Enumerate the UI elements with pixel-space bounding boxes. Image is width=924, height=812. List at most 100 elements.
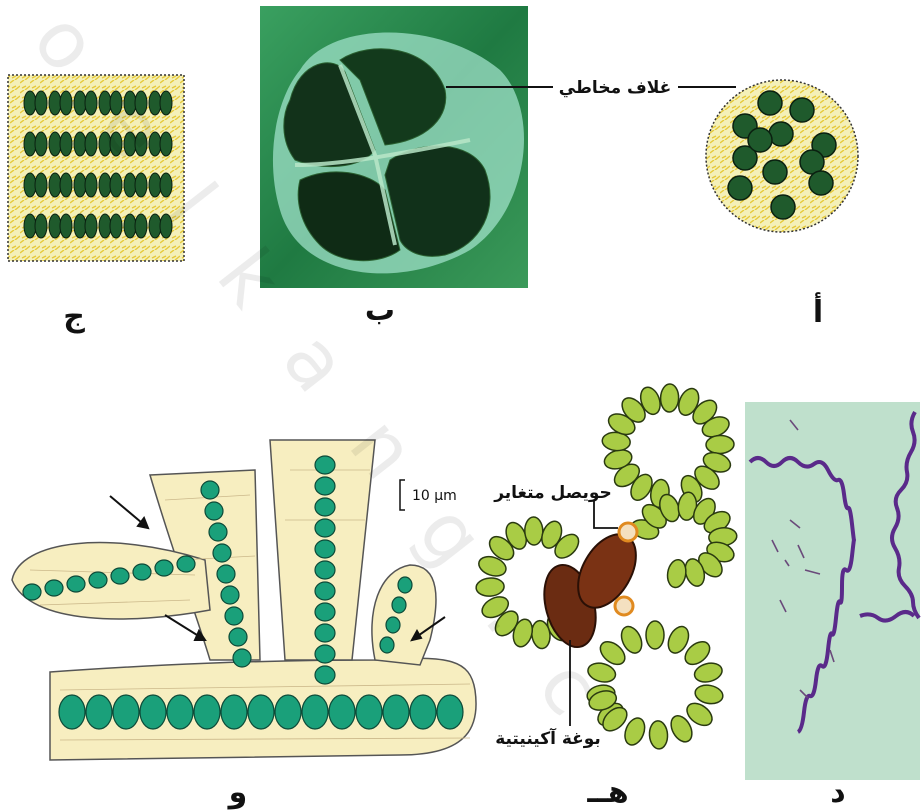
panel-f-cell (315, 456, 335, 474)
panel-c-cell (35, 132, 47, 156)
panel-e-filament-cell (524, 517, 543, 545)
panel-f-cell (383, 695, 409, 729)
panel-a-cell (728, 176, 752, 200)
panel-d-background (745, 402, 920, 780)
panel-f-cell (437, 695, 463, 729)
panel-c-cell (35, 214, 47, 238)
panel-c-cell (49, 173, 61, 197)
heterocyst-label: حويصل متغاير (493, 483, 612, 503)
panel-f-cell (315, 561, 335, 579)
panel-c-cell (60, 132, 72, 156)
panel-e-filament-cell (660, 384, 679, 413)
panel-letter-e: هــ (586, 775, 628, 810)
panel-f-cell (113, 695, 139, 729)
panel-f-cell (315, 498, 335, 516)
panel-f-cell (89, 572, 107, 588)
panel-letter-d: د (830, 775, 845, 810)
panel-f-cell (155, 560, 173, 576)
panel-f-cell (315, 540, 335, 558)
panel-a-cell (771, 195, 795, 219)
panel-a-cell (809, 171, 833, 195)
panel-f-cell (217, 565, 235, 583)
panel-f-cell (386, 617, 400, 633)
panel-a-cell (769, 122, 793, 146)
panel-letter-a: أ (813, 292, 823, 330)
sheath-label: غلاف مخاطي (559, 78, 672, 98)
panel-f-cell (315, 519, 335, 537)
panel-f-cell (248, 695, 274, 729)
panel-f-cell (225, 607, 243, 625)
panel-f-cell (177, 556, 195, 572)
panel-c-cell (99, 173, 111, 197)
panel-a-cell (790, 98, 814, 122)
panel-f-cell (315, 582, 335, 600)
panel-f-cell (302, 695, 328, 729)
panel-e-heterocyst-1 (619, 523, 637, 541)
panel-f-cell (356, 695, 382, 729)
panel-c-cell (24, 173, 36, 197)
panel-letter-b: ب (365, 293, 395, 328)
panel-f-cell (86, 695, 112, 729)
panel-f-cell (205, 502, 223, 520)
panel-b (260, 6, 528, 288)
panel-c-cell (99, 214, 111, 238)
panel-f-cell (233, 649, 251, 667)
panel-f-sheath-branch-side (12, 543, 210, 619)
panel-f-cell (315, 645, 335, 663)
panel-f-cell (229, 628, 247, 646)
panel-c-cell (74, 214, 86, 238)
panel-c-cell (35, 91, 47, 115)
panel-c-cell (49, 214, 61, 238)
panel-f-cell (23, 584, 41, 600)
panel-a (706, 80, 858, 232)
panel-f-cell (315, 603, 335, 621)
panel-c-cell (110, 214, 122, 238)
panel-a-cell (758, 91, 782, 115)
panel-c-cell (60, 214, 72, 238)
panel-a-cell (748, 128, 772, 152)
panel-e-filament-cell (649, 720, 669, 749)
panel-f-cell (167, 695, 193, 729)
panel-c-cell (35, 173, 47, 197)
panel-c-cell (124, 214, 136, 238)
panel-f-cell (209, 523, 227, 541)
panel-f-cell (133, 564, 151, 580)
panel-f-cell (392, 597, 406, 613)
panel-f-cell (221, 695, 247, 729)
panel-e-filament-cell (666, 558, 688, 588)
panel-f-cell (410, 695, 436, 729)
panel-f-cell (194, 695, 220, 729)
panel-f-cell (67, 576, 85, 592)
panel-c-cell (24, 132, 36, 156)
panel-c-cell (49, 132, 61, 156)
panel-f-cell (45, 580, 63, 596)
panel-c-cell (85, 173, 97, 197)
panel-e-heterocyst-2 (615, 597, 633, 615)
panel-e-filament-cell (706, 435, 735, 454)
panel-f-cell (275, 695, 301, 729)
heterocyst-leader (594, 500, 618, 528)
panel-f-cell (201, 481, 219, 499)
panel-c-cell (24, 214, 36, 238)
panel-f-cell (111, 568, 129, 584)
panel-f-cell (213, 544, 231, 562)
panel-f-cell (398, 577, 412, 593)
panel-c-cell (24, 91, 36, 115)
panel-f-cell (315, 666, 335, 684)
panel-f-cell (315, 624, 335, 642)
panel-f-cell (221, 586, 239, 604)
panel-f-cell (329, 695, 355, 729)
panel-e-filament-cell (646, 621, 664, 649)
panel-f-cell (315, 477, 335, 495)
panel-c-cell (60, 173, 72, 197)
panel-a-cell (763, 160, 787, 184)
panel-f-cell (140, 695, 166, 729)
panel-c-cell (74, 173, 86, 197)
panel-d (745, 402, 920, 780)
panel-c-cell (85, 214, 97, 238)
panel-f-cell (59, 695, 85, 729)
panel-f-cell (380, 637, 394, 653)
panel-letter-c: ج (63, 299, 85, 334)
panel-letter-f: و (227, 775, 248, 810)
